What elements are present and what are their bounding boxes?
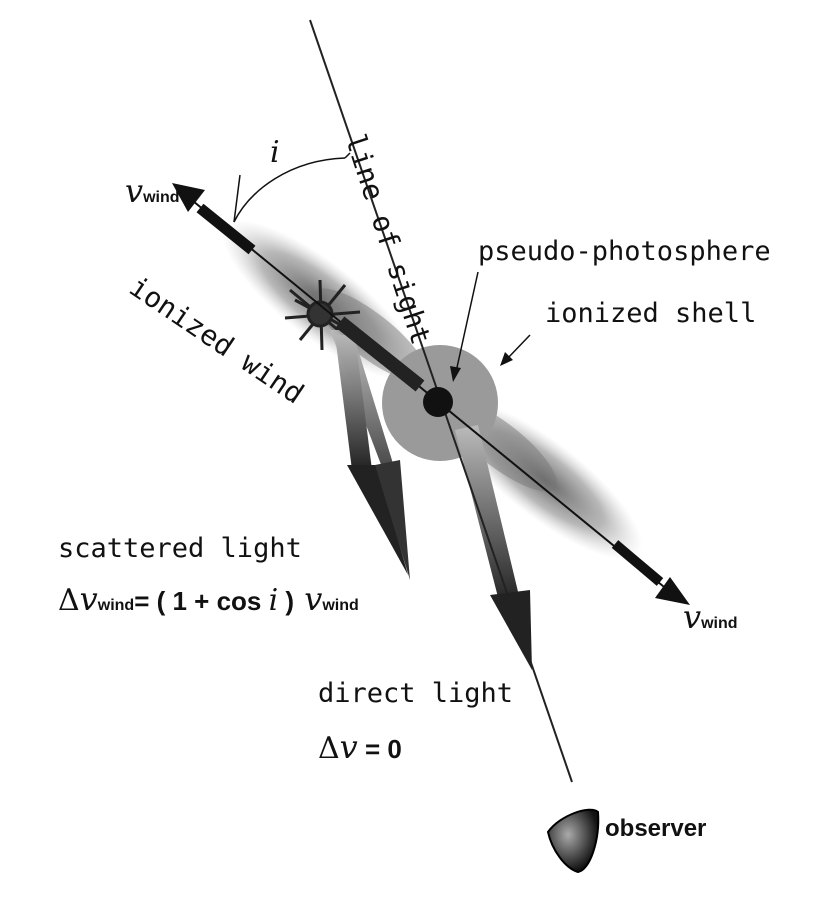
inclination-symbol: i	[270, 135, 280, 170]
scattered-light-beam	[330, 330, 410, 580]
ionized-shell-pointer	[500, 334, 531, 366]
direct-light-beam	[455, 425, 532, 670]
wind-arrow-lower	[611, 540, 690, 605]
pseudo-photosphere-label: pseudo-photosphere	[478, 236, 771, 267]
direct-light-equation: Δv = 0	[318, 728, 402, 766]
wind-arrow-upper	[172, 183, 256, 255]
inclination-arc	[233, 152, 351, 223]
pseudo-photosphere-pointer	[450, 271, 479, 382]
wind-arrow-inner-upper	[335, 316, 425, 392]
scattered-light-label: scattered light	[58, 533, 302, 564]
v-wind-label-upper: vwind	[125, 172, 180, 210]
pseudo-photosphere-dot	[423, 387, 453, 417]
scattered-light-equation: Δvwind= ( 1 + cos i ) vwind	[58, 580, 359, 618]
direct-light-label: direct light	[318, 678, 514, 709]
ionized-shell-label: ionized shell	[545, 298, 757, 329]
observer-label: observer	[605, 815, 707, 842]
v-wind-label-lower: vwind	[683, 598, 738, 636]
observer-icon	[546, 808, 600, 874]
